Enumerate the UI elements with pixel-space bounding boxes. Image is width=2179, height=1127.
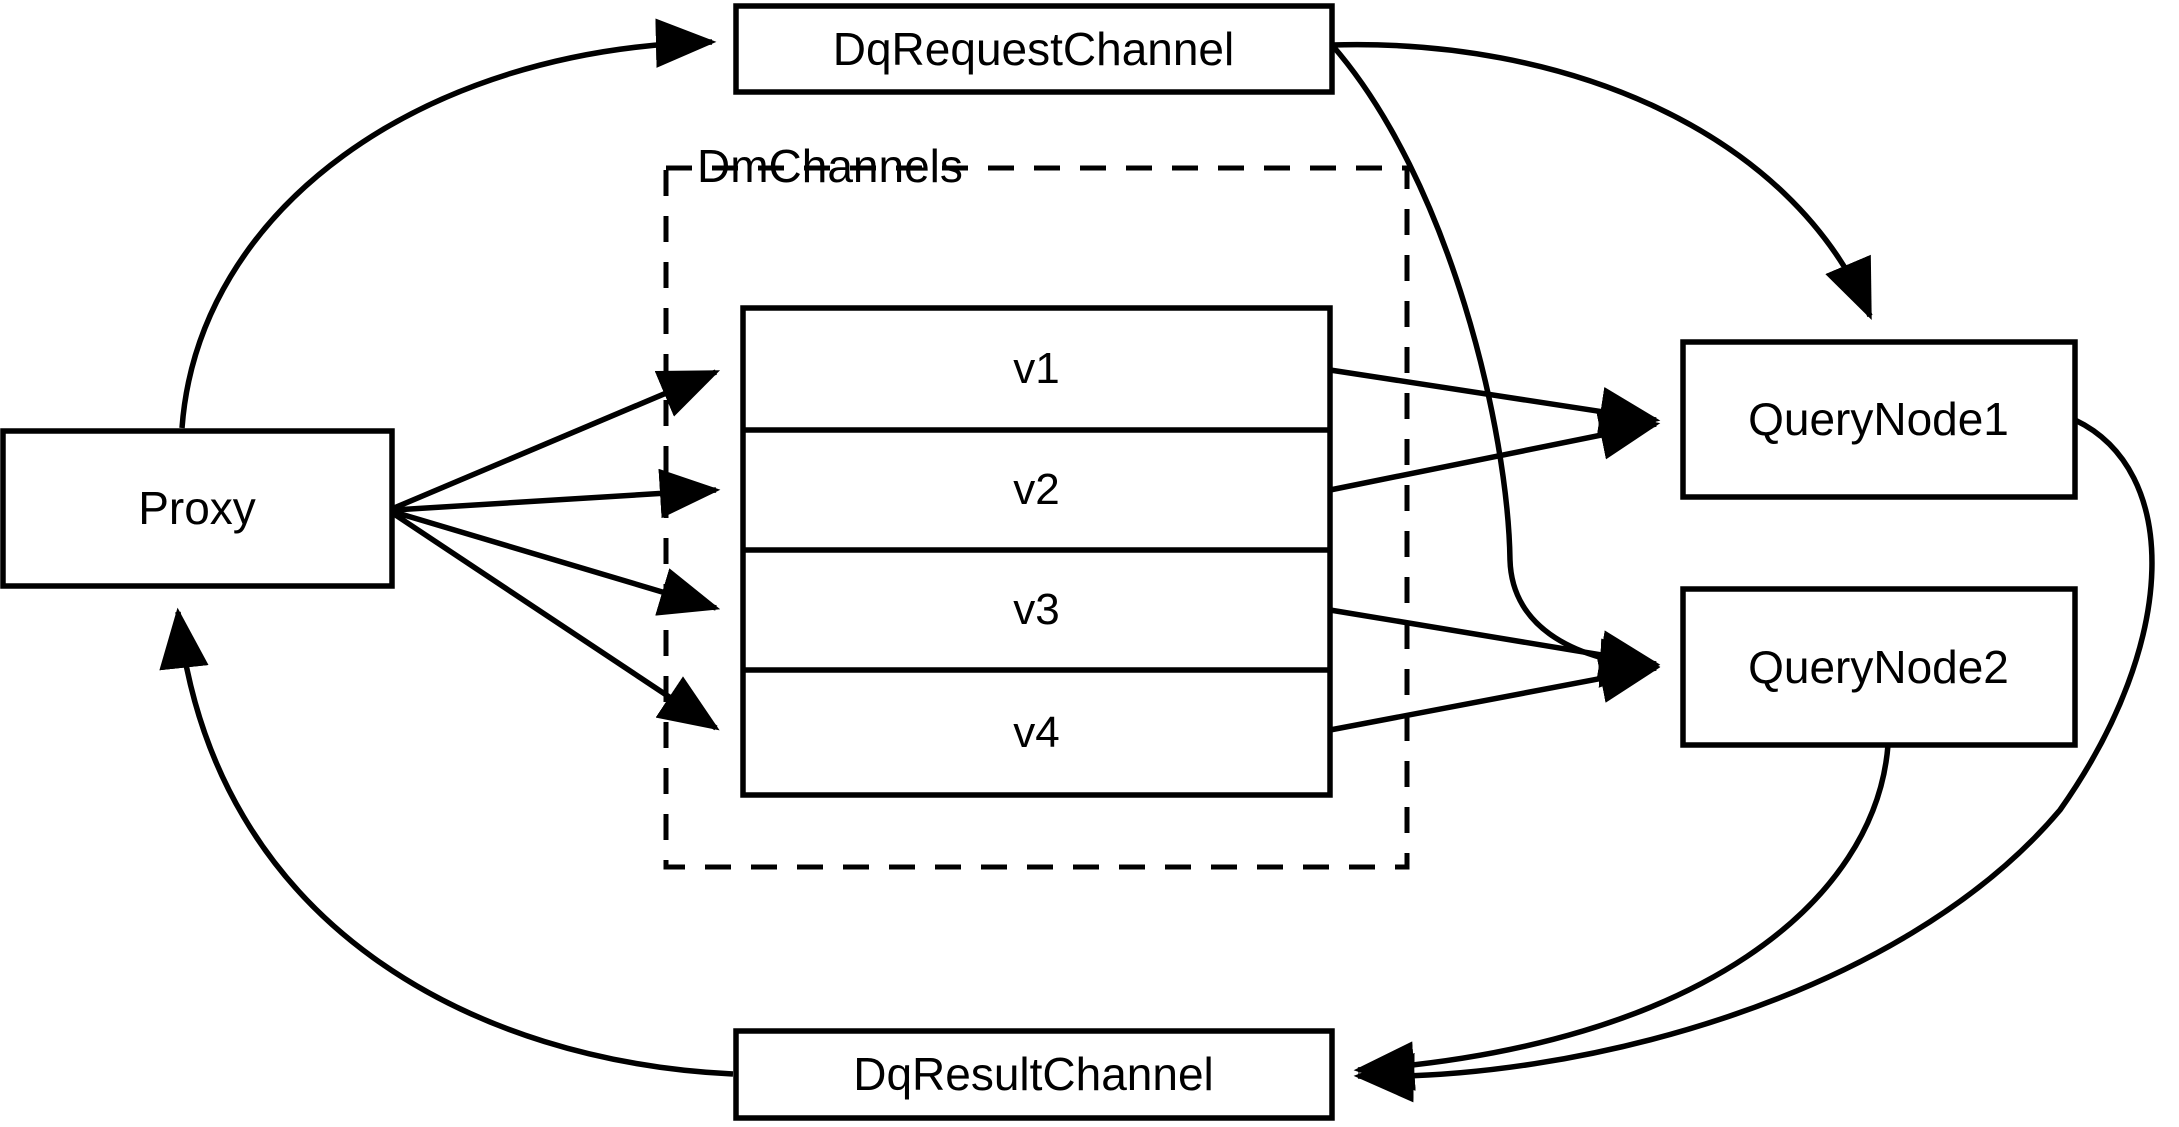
dm-channel-stack: [740, 305, 1333, 798]
edge-proxy-to-v4: [392, 511, 720, 731]
edge-dq-result-channel-to-proxy: [159, 607, 734, 1077]
edge-v2-to-query-node-1: [1329, 410, 1661, 493]
edge-v3-to-query-node-2: [1329, 607, 1661, 680]
query-node-2-box[interactable]: [1680, 586, 2078, 748]
edge-proxy-to-v3: [393, 509, 721, 616]
node-boxes: [0, 3, 2078, 1121]
edge-proxy-to-v2: [393, 468, 721, 519]
edge-v4-to-query-node-2: [1329, 654, 1661, 733]
proxy-box[interactable]: [0, 428, 395, 589]
channel-row-v3-label[interactable]: v3: [1013, 585, 1060, 634]
edge-dq-request-channel-to-query-node-2: [1329, 43, 1661, 688]
edge-query-node-2-to-dq-result-channel: [1353, 744, 1891, 1091]
channel-row-v2-label[interactable]: v2: [1013, 465, 1060, 514]
edge-query-node-1-to-dq-result-channel: [1353, 417, 2155, 1103]
edge-proxy-to-v1: [392, 369, 721, 511]
edge-layer: [159, 18, 2155, 1103]
edge-dq-request-channel-to-query-node-1: [1331, 41, 1873, 321]
channel-row-v1-label[interactable]: v1: [1013, 344, 1060, 393]
dq-result-channel-box[interactable]: [733, 1028, 1335, 1121]
query-node-1-box[interactable]: [1680, 339, 2078, 500]
dq-request-channel-box[interactable]: [733, 3, 1335, 95]
channel-row-v4-label[interactable]: v4: [1013, 707, 1060, 757]
dm-channels-group-label: DmChannels: [697, 140, 963, 192]
edge-proxy-to-dq-request-channel: [179, 18, 717, 429]
